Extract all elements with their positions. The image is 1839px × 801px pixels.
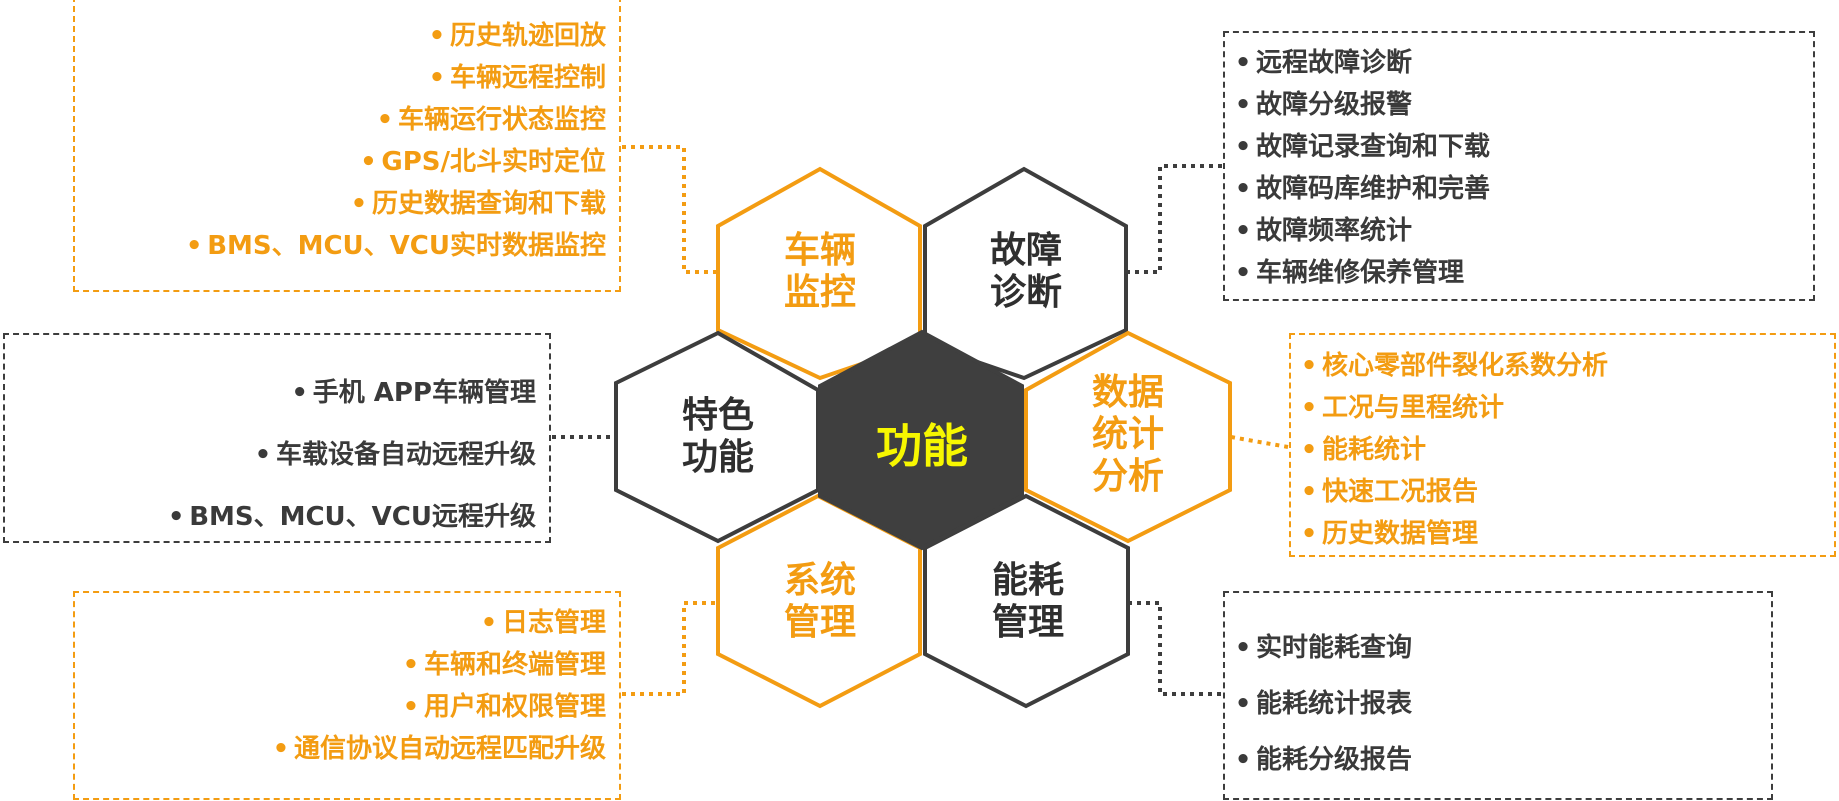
list-item: •日志管理: [268, 602, 606, 644]
list-item: •车辆运行状态监控: [181, 99, 606, 141]
label-system-management-line1: 系统: [783, 560, 856, 601]
connector-vehicle-monitor: [622, 145, 717, 274]
label-fault-diagnosis: 故障 诊断: [958, 230, 1094, 314]
label-system-management-line2: 管理: [783, 602, 856, 643]
bullet-dot: •: [402, 692, 420, 722]
list-item: •GPS/北斗实时定位: [181, 141, 606, 183]
bullet-dot: •: [1234, 90, 1252, 120]
bullet-dot: •: [360, 147, 377, 177]
list-item: •用户和权限管理: [268, 686, 606, 728]
vehicle-monitor-list: •历史轨迹回放 •车辆远程控制 •车辆运行状态监控 •GPS/北斗实时定位 •历…: [181, 15, 606, 267]
label-vehicle-monitor: 车辆 监控: [752, 230, 888, 314]
bullet-dot: •: [291, 378, 309, 408]
system-management-box: [73, 591, 621, 800]
special-function-list: •手机 APP车辆管理 •车载设备自动远程升级 •BMS、MCU、VCU远程升级: [163, 362, 536, 548]
fault-diagnosis-box: [1223, 31, 1815, 301]
list-item: •能耗统计: [1296, 429, 1608, 471]
bullet-dot: •: [1300, 477, 1318, 507]
bullet-dot: •: [1300, 351, 1318, 381]
list-item: •能耗统计报表: [1230, 676, 1412, 732]
energy-management-list: •实时能耗查询 •能耗统计报表 •能耗分级报告: [1230, 620, 1412, 788]
bullet-dot: •: [402, 650, 420, 680]
label-data-stats: 数据 统计 分析: [1060, 372, 1196, 498]
center-label: 功能: [876, 419, 968, 473]
list-item: •车辆维修保养管理: [1230, 252, 1490, 294]
connector-energy-management: [1128, 601, 1222, 696]
list-item: •通信协议自动远程匹配升级: [268, 728, 606, 770]
system-management-list: •日志管理 •车辆和终端管理 •用户和权限管理 •通信协议自动远程匹配升级: [268, 602, 606, 770]
connector-fault-diagnosis: [1126, 164, 1222, 274]
label-special-function: 特色 功能: [650, 395, 786, 479]
list-item: •故障分级报警: [1230, 84, 1490, 126]
label-fault-diagnosis-line2: 诊断: [989, 272, 1062, 313]
energy-management-box: [1223, 591, 1773, 800]
bullet-dot: •: [1234, 174, 1252, 204]
bullet-dot: •: [1234, 258, 1252, 288]
vehicle-monitor-box: [73, 0, 621, 292]
label-energy-management: 能耗 管理: [960, 560, 1096, 644]
special-function-box: [3, 333, 551, 543]
list-item: •实时能耗查询: [1230, 620, 1412, 676]
hex-data-stats: [1024, 330, 1232, 544]
list-item: •故障码库维护和完善: [1230, 168, 1490, 210]
bullet-dot: •: [254, 440, 272, 470]
label-system-management: 系统 管理: [752, 560, 888, 644]
list-item: •能耗分级报告: [1230, 732, 1412, 788]
hex-center: [818, 329, 1024, 551]
list-item: •故障记录查询和下载: [1230, 126, 1490, 168]
bullet-dot: •: [350, 189, 368, 219]
list-item: •车载设备自动远程升级: [163, 424, 536, 486]
label-energy-management-line2: 管理: [991, 602, 1064, 643]
hex-energy-management: [923, 493, 1130, 709]
bullet-dot: •: [1234, 216, 1252, 246]
data-stats-list: •核心零部件裂化系数分析 •工况与里程统计 •能耗统计 •快速工况报告 •历史数…: [1296, 345, 1608, 555]
label-vehicle-monitor-line1: 车辆: [783, 230, 856, 271]
list-item: •故障频率统计: [1230, 210, 1490, 252]
bullet-dot: •: [1234, 689, 1252, 719]
list-item: •车辆和终端管理: [268, 644, 606, 686]
label-fault-diagnosis-line1: 故障: [989, 230, 1062, 271]
label-data-stats-line3: 分析: [1091, 456, 1164, 497]
label-data-stats-line2: 统计: [1091, 414, 1164, 455]
bullet-dot: •: [167, 502, 185, 532]
label-vehicle-monitor-line2: 监控: [783, 272, 856, 313]
connector-data-stats: [1230, 435, 1289, 449]
bullet-dot: •: [480, 608, 498, 638]
label-energy-management-line1: 能耗: [991, 560, 1064, 601]
connector-system-management: [622, 601, 717, 696]
bullet-dot: •: [272, 734, 290, 764]
fault-diagnosis-list: •远程故障诊断 •故障分级报警 •故障记录查询和下载 •故障码库维护和完善 •故…: [1230, 42, 1490, 294]
list-item: •核心零部件裂化系数分析: [1296, 345, 1608, 387]
bullet-dot: •: [1234, 633, 1252, 663]
bullet-dot: •: [1234, 132, 1252, 162]
list-item: •工况与里程统计: [1296, 387, 1608, 429]
list-item: •历史数据管理: [1296, 513, 1608, 555]
bullet-dot: •: [1234, 48, 1252, 78]
bullet-dot: •: [376, 105, 394, 135]
list-item: •车辆远程控制: [181, 57, 606, 99]
label-special-function-line1: 特色: [681, 395, 754, 436]
label-data-stats-line1: 数据: [1091, 372, 1164, 413]
bullet-dot: •: [1234, 745, 1252, 775]
list-item: •历史轨迹回放: [181, 15, 606, 57]
list-item: •快速工况报告: [1296, 471, 1608, 513]
bullet-dot: •: [428, 63, 446, 93]
bullet-dot: •: [1300, 519, 1318, 549]
bullet-dot: •: [428, 21, 446, 51]
list-item: •历史数据查询和下载: [181, 183, 606, 225]
list-item: •BMS、MCU、VCU实时数据监控: [181, 225, 606, 267]
label-special-function-line2: 功能: [681, 437, 754, 478]
list-item: •远程故障诊断: [1230, 42, 1490, 84]
list-item: •手机 APP车辆管理: [163, 362, 536, 424]
bullet-dot: •: [185, 231, 203, 261]
data-stats-box: [1289, 333, 1836, 557]
list-item: •BMS、MCU、VCU远程升级: [163, 486, 536, 548]
bullet-dot: •: [1300, 435, 1318, 465]
bullet-dot: •: [1300, 393, 1318, 423]
